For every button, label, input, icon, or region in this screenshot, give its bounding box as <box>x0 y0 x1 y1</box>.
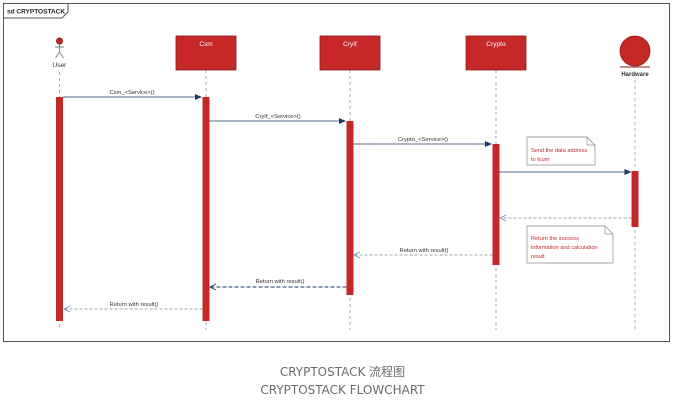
lifeline-head-crypto <box>465 35 527 71</box>
sequence-diagram: sd CRYPTOSTACK User Csm CryIf Crypto Har… <box>3 3 670 342</box>
message-label-8: Return with result() <box>110 302 159 308</box>
note-2-line-2: information and calculation <box>531 245 598 251</box>
message-arrowhead-7 <box>208 283 217 291</box>
message-arrowhead-8 <box>63 305 71 313</box>
note-2-line-1: Return the success <box>531 236 579 242</box>
message-arrowhead-1 <box>195 94 202 100</box>
caption-english: CRYPTOSTACK FLOWCHART <box>260 383 425 397</box>
note-1-line-1: Send the data address <box>531 148 587 154</box>
activation-user <box>56 97 63 321</box>
activation-hardware <box>631 171 639 227</box>
user-actor-icon <box>55 37 64 59</box>
message-label-7: Return with result() <box>256 279 305 285</box>
message-arrowhead-6 <box>353 251 361 259</box>
message-label-1: Csm_<Service>() <box>109 90 154 96</box>
note-return-success <box>526 225 614 264</box>
message-label-6: Return with result() <box>400 248 449 254</box>
lifeline-label-csm: Csm <box>199 41 212 48</box>
message-arrowhead-2 <box>339 118 346 124</box>
frame-label: sd CRYPTOSTACK <box>7 9 65 16</box>
message-arrowhead-3 <box>485 141 492 147</box>
lifeline-label-cryif: CryIf <box>343 41 357 48</box>
caption-chinese: CRYPTOSTACK 流程图 <box>279 365 406 379</box>
message-arrowhead-5 <box>499 214 507 222</box>
note-2-line-3: result <box>531 254 545 260</box>
note-1-line-2: to Icum <box>531 157 550 163</box>
lifeline-head-csm <box>175 35 237 71</box>
activation-cryif <box>346 121 354 295</box>
note-send-data-address <box>526 136 596 166</box>
note-fold-1 <box>586 137 595 146</box>
note-fold-2 <box>604 226 613 235</box>
lifeline-label-user: User <box>53 62 68 69</box>
activation-csm <box>202 97 210 321</box>
message-arrowhead-4 <box>624 169 632 175</box>
message-label-3: Crypto_<Service>() <box>398 137 448 143</box>
lifeline-label-hardware: Hardware <box>621 72 649 78</box>
message-label-2: CryIf_<Service>() <box>255 114 300 120</box>
frame-label-tab <box>3 3 69 19</box>
lifeline-label-crypto: Crypto <box>486 41 506 48</box>
lifeline-head-cryif <box>319 35 381 71</box>
activation-crypto <box>492 144 500 265</box>
hardware-entity-icon <box>619 35 651 67</box>
